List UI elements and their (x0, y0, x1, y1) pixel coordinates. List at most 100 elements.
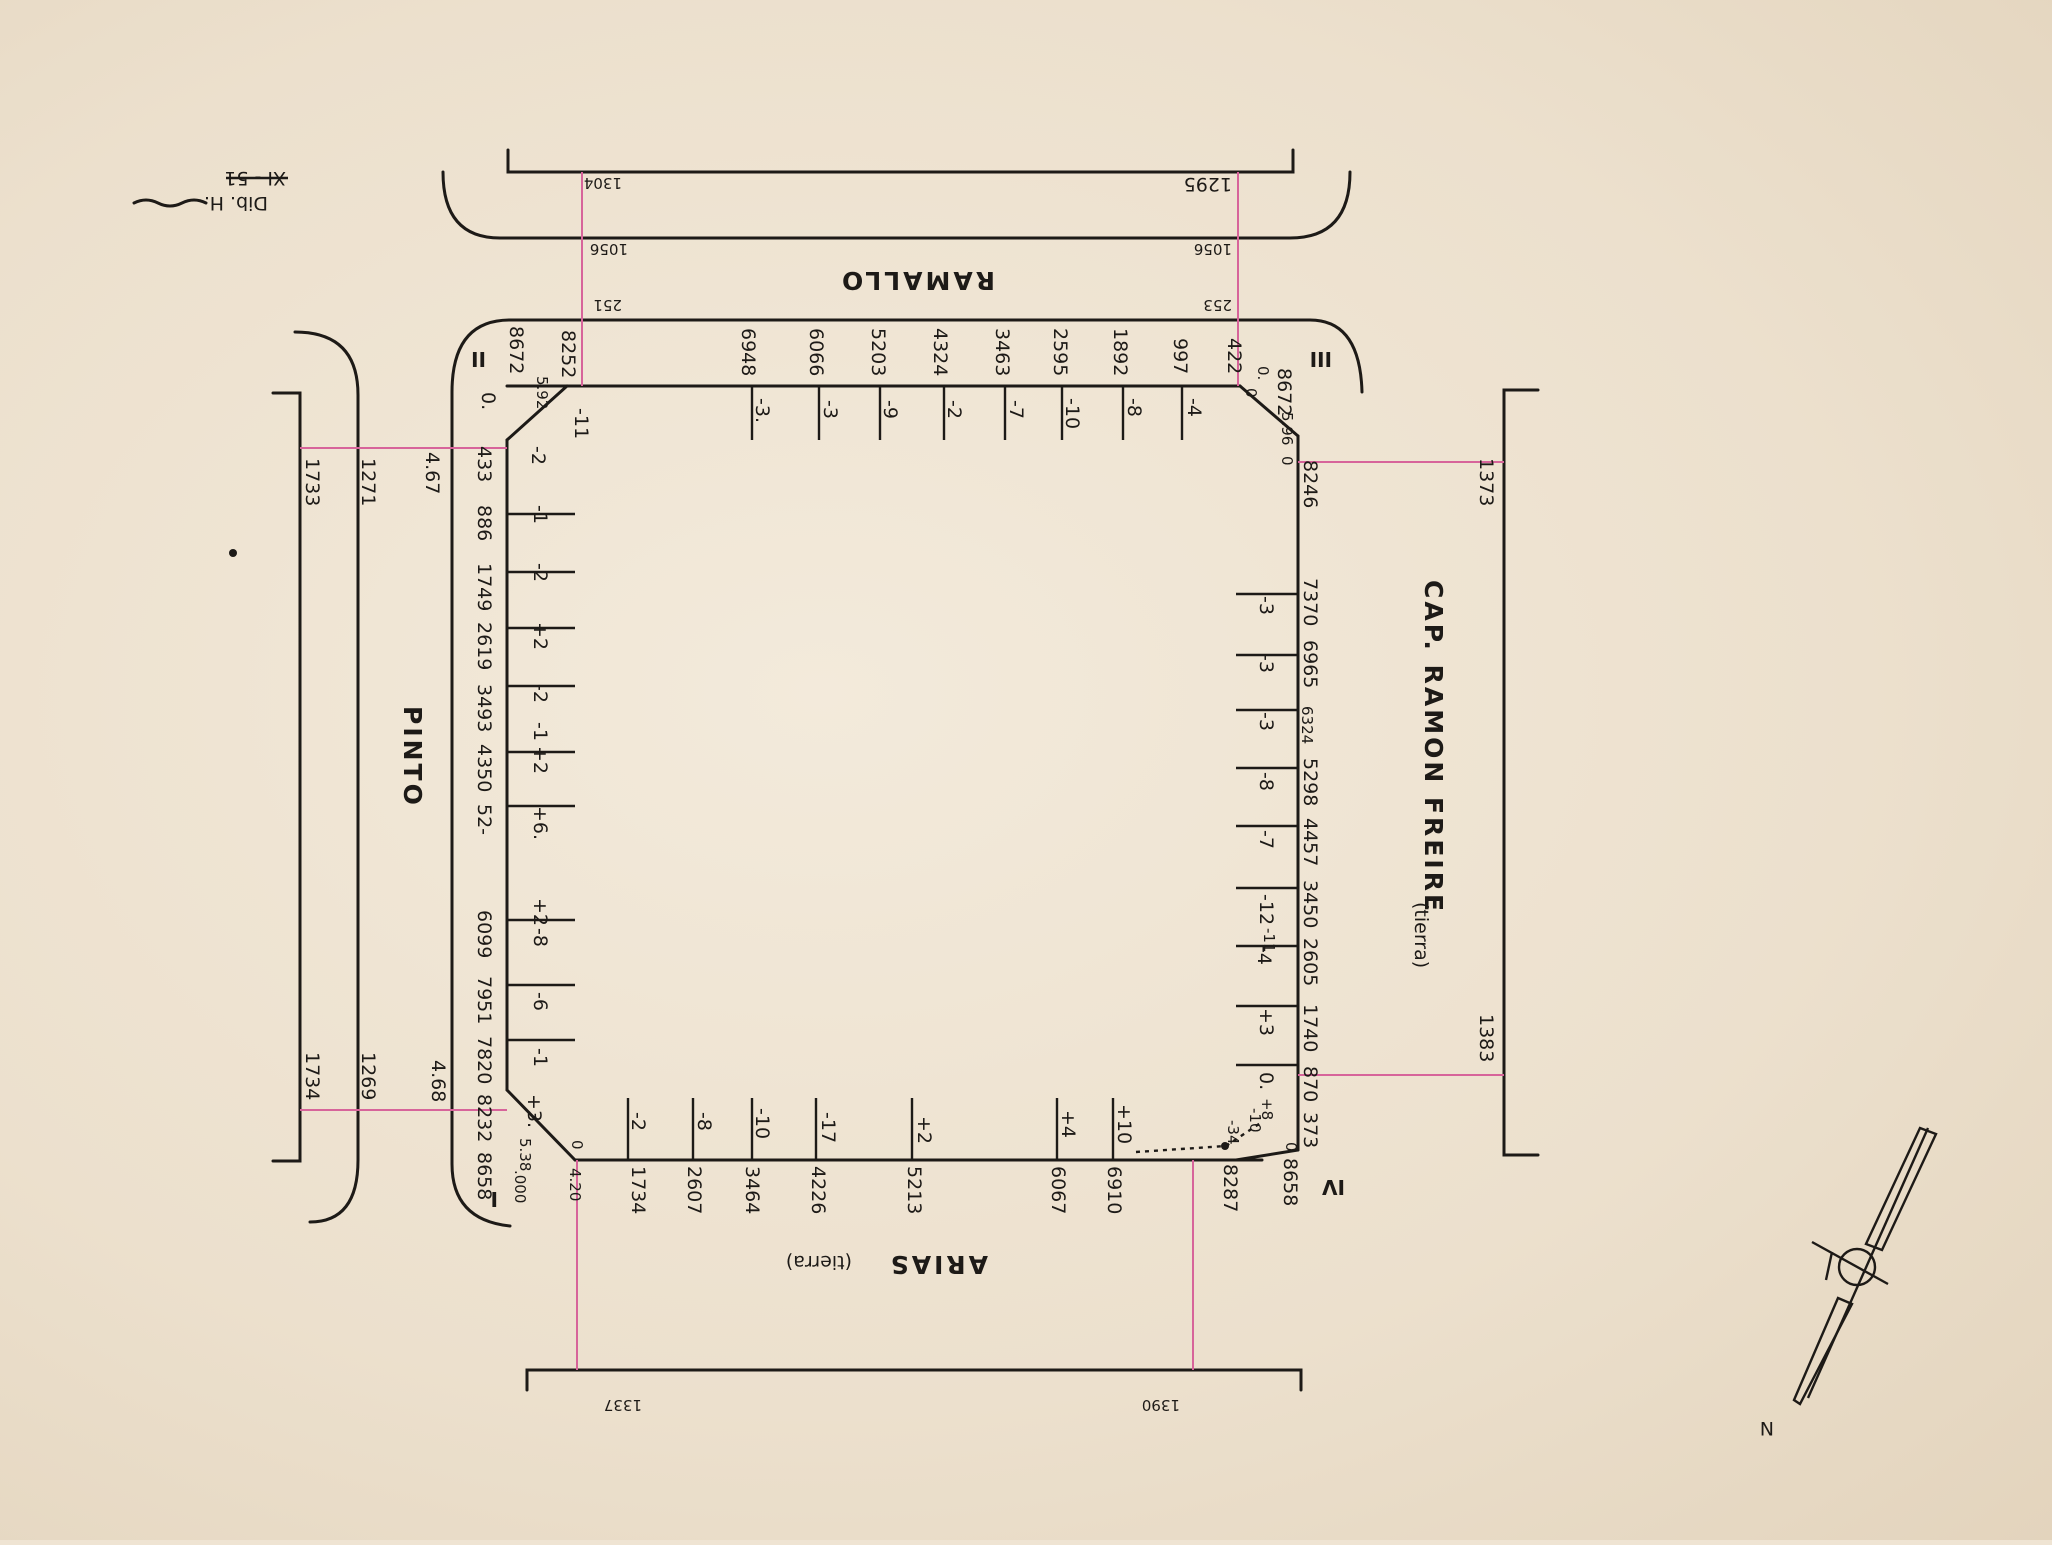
top-frontage (506, 148, 1295, 174)
label: 6099 (473, 910, 495, 958)
label: 5203 (867, 328, 889, 376)
ticks-top (750, 386, 1184, 440)
ink-dot (229, 549, 237, 557)
corner-IV: IV (1322, 1175, 1345, 1199)
street-freire: CAP. RAMON FREIRE (1419, 580, 1448, 914)
signature-scrawl (132, 198, 208, 208)
label: 3493 (473, 684, 495, 732)
bottom-frontage (525, 1368, 1303, 1392)
label: 6910 (1103, 1166, 1125, 1214)
label: 5298 (1299, 758, 1321, 806)
label: 1269 (357, 1052, 379, 1100)
label: 1733 (301, 458, 323, 506)
label: -8 (529, 928, 551, 947)
label: -4 (1183, 398, 1205, 417)
label: -3 (1255, 596, 1277, 615)
label: -1 (529, 505, 551, 524)
label: -4 (1253, 946, 1275, 965)
signature-text: Dib. H. (204, 192, 268, 214)
survey-lines (300, 172, 1504, 1370)
label: -7 (1005, 400, 1027, 419)
label: 1734 (627, 1166, 649, 1214)
label: -8 (1255, 772, 1277, 791)
label: -8 (1123, 398, 1145, 417)
street-arias: ARIAS (888, 1250, 988, 1279)
signature: Dib. H. XI - 51 (132, 167, 288, 557)
label: 8287 (1219, 1164, 1241, 1212)
label: -10 (1246, 1108, 1264, 1133)
label: -3 (1255, 654, 1277, 673)
label: 1383 (1475, 1014, 1497, 1062)
label: 7370 (1299, 578, 1321, 626)
label: +10 (1113, 1104, 1135, 1144)
label: 4.68 (427, 1060, 449, 1102)
label: 997 (1169, 338, 1191, 374)
chamfer-se (1234, 1148, 1300, 1162)
label: 2619 (473, 622, 495, 670)
label: 373 (1299, 1112, 1321, 1148)
chamfer-ne (1238, 384, 1300, 438)
top-curb (441, 170, 1352, 240)
label: +6. (529, 806, 551, 840)
elevation-labels: 1304 1295 1056 1056 251 253 8252 -11 867… (301, 173, 1497, 1414)
label: 1056 (1194, 240, 1232, 258)
curbs (271, 148, 1540, 1392)
ticks-left (507, 512, 575, 1042)
label: 8246 (1299, 460, 1321, 508)
label: -17 (817, 1112, 839, 1143)
label: 8658 (473, 1152, 495, 1200)
label: 2607 (683, 1166, 705, 1214)
label: +8 (1258, 1098, 1276, 1120)
label: 422 (1223, 338, 1245, 374)
label: 1740 (1299, 1004, 1321, 1052)
label: 2605 (1299, 938, 1321, 986)
label: 8232 (473, 1094, 495, 1142)
right-frontage (1502, 388, 1540, 1157)
corner-II: II (471, 347, 486, 371)
label: 1734 (301, 1052, 323, 1100)
label: 251 (593, 296, 622, 314)
label: 4.20 (566, 1168, 584, 1201)
label: -2 (529, 563, 551, 582)
label: 1295 (1184, 173, 1232, 195)
label: -2 (943, 400, 965, 419)
north-label: N (1760, 1417, 1774, 1439)
label: 8658 (1279, 1158, 1301, 1206)
se-dotted-edge (1135, 1121, 1263, 1154)
corner-I: I (491, 1187, 498, 1211)
label: 1056 (590, 240, 628, 258)
label: +2 (529, 746, 551, 774)
label: +4 (1057, 1110, 1079, 1138)
label: 8252 (557, 330, 579, 378)
street-freire-note: (tierra) (1410, 902, 1432, 968)
label: -11 (1260, 928, 1278, 953)
label: 433 (473, 446, 495, 482)
label: -6 (529, 992, 551, 1011)
label: 0 (1282, 1142, 1300, 1152)
label: 6948 (737, 328, 759, 376)
label: 0 (1278, 456, 1296, 466)
label: -1 (529, 722, 551, 741)
label: -34 (1224, 1120, 1242, 1145)
label: .000 (511, 1170, 529, 1203)
label: 1749 (473, 563, 495, 611)
label: 0. (1254, 366, 1272, 380)
chamfer-nw (505, 384, 569, 442)
corner-III: III (1310, 347, 1332, 371)
block (450, 318, 1364, 1228)
label: -8 (693, 1112, 715, 1131)
label: -2 (527, 446, 549, 465)
left-curb (293, 330, 360, 1224)
label: 0. (477, 392, 499, 410)
corner-numerals: I II III IV (471, 347, 1345, 1211)
label: -12 (1255, 894, 1277, 925)
label: 6067 (1047, 1166, 1069, 1214)
label: 886 (473, 505, 495, 541)
label: 2595 (1049, 328, 1071, 376)
label: 6965 (1299, 640, 1321, 688)
label: -3. (751, 398, 773, 423)
label: 6324 (1298, 706, 1316, 744)
se-point (1221, 1142, 1229, 1150)
left-frontage (271, 391, 302, 1163)
label: -2 (627, 1112, 649, 1131)
